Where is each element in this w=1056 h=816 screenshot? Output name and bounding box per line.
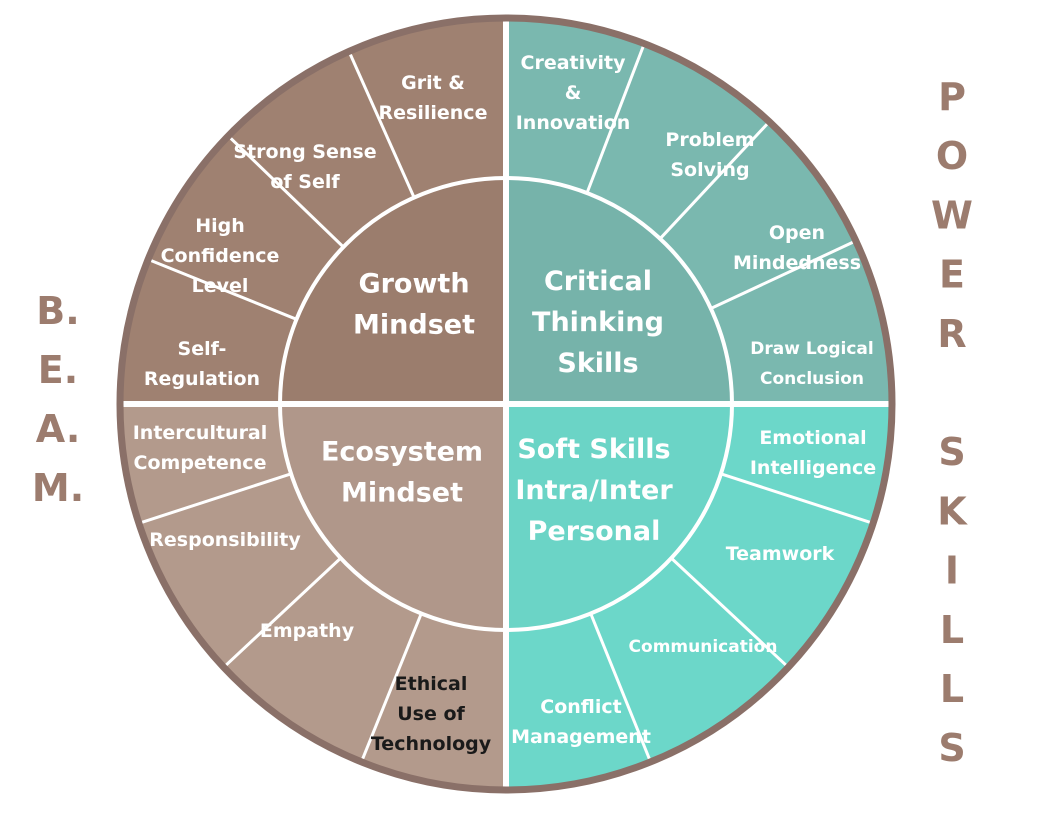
soft-core [506,404,732,630]
ecosystem-segment-label-line: Ethical [395,673,468,695]
critical-core-label-line: Skills [557,348,638,379]
segment-divider [585,43,646,194]
outer-rim [116,14,896,794]
power-skills-letter: K [937,489,968,533]
critical-core [506,178,732,404]
ecosystem-segment-label-line: Empathy [260,620,355,642]
soft-segment-label-line: Communication [629,637,778,657]
growth-segment-label: Self- Regulation [144,338,260,390]
beam-letter: B. [36,289,79,333]
power-skills-letter: R [937,312,966,356]
ecosystem-segment-label-line: Intercultural [133,422,268,444]
critical-segment-label-line: Draw Logical [750,339,873,359]
soft-segment-label-line: Emotional [759,427,866,449]
critical-segment-label-line: Solving [670,159,749,181]
growth-core [280,178,506,404]
divider-layer [116,14,896,794]
growth-segment-label-line: Resilience [379,102,488,124]
critical-core-label-line: Thinking [532,307,664,338]
segment-divider [138,472,292,525]
soft-segment-label: Teamwork [726,543,835,565]
growth-segment-label-line: Self- [178,338,227,360]
power-skills-letter: W [931,193,973,237]
power-skills-letter: E [939,253,965,297]
segment-divider [147,258,298,321]
segment-divider [720,472,874,525]
soft-segment-label-line: Intelligence [750,457,876,479]
soft-segment-label-line: Conflict [540,696,621,718]
power-skills-letter: O [936,134,968,178]
ecosystem-segment-label-line: Competence [134,452,267,474]
ecosystem-core-label-line: Mindset [341,477,463,508]
segment-divider [222,557,342,669]
critical-segment-label-line: Mindedness [733,252,861,274]
ecosystem-segment-label: Responsibility [149,529,301,551]
quadrant-layer [120,18,892,790]
segment-divider [670,557,790,669]
growth-segment-label-line: Level [192,275,249,297]
segment-divider [347,50,416,199]
growth-segment-label-line: Regulation [144,368,260,390]
beam-letter: A. [36,407,81,451]
segment-divider [360,612,423,763]
ecosystem-core-label-line: Ecosystem [321,436,483,467]
power-skills-letter: S [938,430,965,474]
growth-core-label-line: Growth [358,268,469,299]
ecosystem-segment-label: Empathy [260,620,355,642]
segment-divider [710,239,857,310]
segment-divider [227,134,345,249]
growth-segment-label-line: of Self [270,171,340,193]
growth-segment-label: Grit & Resilience [379,72,488,124]
beam-letter: E. [38,348,78,392]
soft-core-label-line: Soft Skills [517,434,670,465]
segment-divider [589,612,652,763]
soft-segment-label-line: Teamwork [726,543,835,565]
critical-segment-label-line: Problem [665,129,754,151]
growth-segment-label-line: High [195,215,245,237]
critical-segment-label-line: Innovation [516,112,631,134]
soft-segment-label-line: Management [511,726,651,748]
growth-segment-label: Strong Sense of Self [233,141,376,193]
power-skills-letter: S [938,726,965,770]
growth-segment-label-line: Grit & [401,72,465,94]
ecosystem-segment-label-line: Responsibility [149,529,301,551]
segment-divider [659,120,771,240]
growth-core-label-line: Mindset [353,309,475,340]
soft-segment-label: Communication [629,637,778,657]
power-skills-letter: P [938,75,966,119]
growth-segment-label-line: Strong Sense [233,141,376,163]
soft-core-label-line: Personal [528,516,661,547]
soft-core-label-line: Intra/Inter [515,475,673,506]
power-skills-letter: I [945,549,959,593]
critical-segment-label-line: Open [769,222,825,244]
critical-segment-label-line: & [565,82,582,104]
critical-segment-label-line: Creativity [521,52,627,74]
critical-core-label-line: Critical [544,266,652,297]
critical-segment-label-line: Conclusion [760,369,864,389]
ecosystem-core [280,404,506,630]
ecosystem-segment-label-line: Technology [371,733,492,755]
critical-segment-label: Creativity & Innovation [516,52,631,134]
power-skills-letter: L [940,608,964,652]
ecosystem-segment-label-line: Use of [397,703,465,725]
beam-letter: M. [32,466,84,510]
growth-segment-label-line: Confidence [161,245,280,267]
power-skills-letter: L [940,667,964,711]
